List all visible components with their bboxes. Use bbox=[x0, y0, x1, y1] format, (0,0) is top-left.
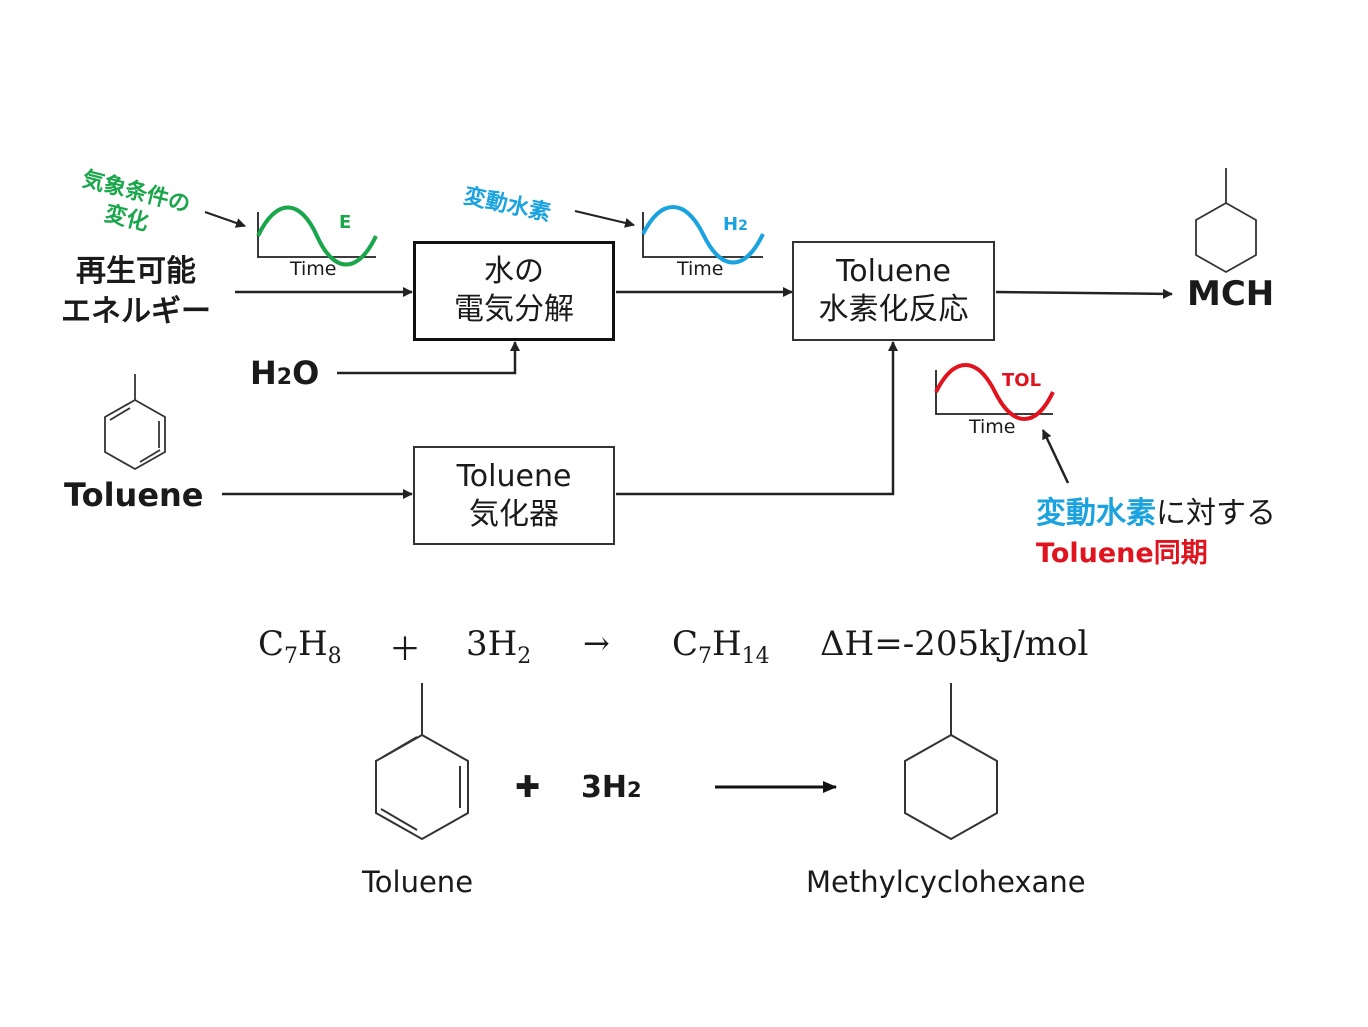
electrolysis-box: 水の 電気分解 bbox=[413, 241, 615, 341]
structure-mch-label: Methylcyclohexane bbox=[806, 865, 1086, 899]
water-main: H bbox=[250, 354, 277, 392]
sync-annotation: 変動水素に対する Toluene同期 bbox=[1036, 494, 1276, 574]
toluene-chart-label: TOL bbox=[1002, 370, 1042, 391]
eq-r2-main: 3H bbox=[466, 624, 518, 664]
hydrogen-chart-label: H2 bbox=[723, 214, 748, 235]
equation-reactant2: 3H2 bbox=[466, 624, 531, 669]
arrow-vaporizer-to-reactor bbox=[616, 341, 898, 496]
toluene-chart-xlabel: Time bbox=[969, 416, 1016, 438]
reactor-line1: Toluene bbox=[836, 254, 951, 289]
hydrogen-chart-xlabel: Time bbox=[677, 258, 724, 280]
equation-arrow: → bbox=[583, 624, 610, 662]
structure-h2-sub: 2 bbox=[626, 778, 642, 802]
energy-chart-label: E bbox=[339, 212, 352, 233]
structure-plus-sign: ✚ bbox=[515, 770, 541, 805]
mini-chart-hydrogen bbox=[641, 205, 765, 265]
structure-h2-label: 3H2 bbox=[581, 770, 642, 805]
mini-chart-toluene bbox=[934, 363, 1055, 421]
reactor-line2: 水素化反応 bbox=[818, 292, 969, 327]
vaporizer-line1: Toluene bbox=[456, 458, 572, 494]
electrolysis-line2: 電気分解 bbox=[454, 292, 574, 327]
arrow-sync-pointer bbox=[1041, 429, 1070, 484]
mch-output-label: MCH bbox=[1187, 274, 1275, 314]
equation-reactant1: C7H8 bbox=[258, 624, 342, 669]
hydrogen-chart-label-main: H bbox=[723, 214, 739, 235]
renewable-line2: エネルギー bbox=[61, 294, 211, 329]
sync-line1-rest: に対する bbox=[1156, 496, 1276, 531]
toluene-molecule-large bbox=[375, 683, 469, 841]
eq-r2-sub: 2 bbox=[517, 643, 532, 669]
mch-molecule-small bbox=[1195, 168, 1257, 274]
vaporizer-box: Toluene 気化器 bbox=[413, 446, 615, 545]
water-tail: O bbox=[292, 354, 320, 392]
hydrogen-chart-label-sub: 2 bbox=[738, 218, 748, 234]
energy-chart-xlabel: Time bbox=[290, 258, 337, 280]
electrolysis-line1: 水の bbox=[484, 254, 544, 289]
sync-line1-colored: 変動水素 bbox=[1036, 496, 1156, 531]
arrow-h2-pointer bbox=[574, 210, 635, 228]
mini-chart-energy bbox=[256, 205, 378, 267]
eq-r1-sub2: 8 bbox=[327, 643, 342, 669]
equation-plus: ＋ bbox=[389, 630, 422, 668]
vaporizer-line2: 気化器 bbox=[469, 496, 559, 532]
water-sub: 2 bbox=[276, 365, 293, 390]
toluene-input-label: Toluene bbox=[64, 476, 204, 514]
eq-p-main: C bbox=[672, 624, 699, 664]
eq-p-sub1: 7 bbox=[698, 643, 713, 669]
toluene-molecule-small bbox=[104, 374, 166, 471]
sync-line1: 変動水素に対する bbox=[1036, 494, 1276, 534]
sync-line2: Toluene同期 bbox=[1036, 538, 1208, 569]
equation-product: C7H14 bbox=[672, 624, 770, 669]
mch-molecule-large bbox=[904, 683, 998, 841]
eq-p-sub2: 14 bbox=[741, 643, 770, 669]
eq-r1-main: C bbox=[258, 624, 285, 664]
equation-enthalpy: ΔH=-205kJ/mol bbox=[820, 624, 1089, 664]
structure-h2-main: 3H bbox=[581, 770, 627, 805]
water-label: H2O bbox=[250, 354, 319, 392]
eq-r1-sub1: 7 bbox=[284, 643, 299, 669]
arrow-water-to-electrolysis bbox=[337, 341, 520, 375]
arrow-reactor-to-mch bbox=[995, 288, 1173, 299]
eq-p-mid: H bbox=[712, 624, 742, 664]
hydrogenation-reactor-box: Toluene 水素化反応 bbox=[792, 241, 995, 341]
renewable-energy-label: 再生可能 エネルギー bbox=[46, 252, 226, 332]
renewable-line1: 再生可能 bbox=[76, 254, 196, 289]
structure-toluene-label: Toluene bbox=[362, 865, 474, 899]
eq-r1-mid: H bbox=[298, 624, 328, 664]
arrow-weather-pointer bbox=[204, 211, 246, 228]
